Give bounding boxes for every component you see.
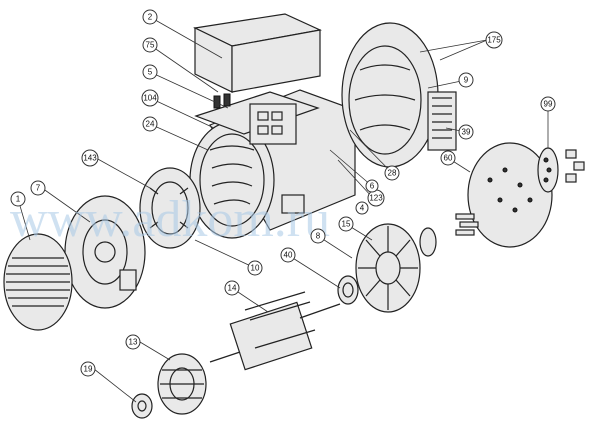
callout-14: 14 [224,280,240,296]
callout-label: 1 [16,195,21,204]
callout-label: 6 [370,182,375,191]
callout-label: 10 [251,264,260,273]
callout-label: 104 [143,94,157,103]
callout-label: 14 [228,284,237,293]
callout-label: 99 [544,100,553,109]
front-end-bracket [64,195,146,309]
callout-75: 75 [142,37,158,53]
callout-39: 39 [458,124,474,140]
callout-143: 143 [81,149,99,167]
small-bearing [131,393,153,419]
callout-label: 7 [36,184,41,193]
callout-40: 40 [280,247,296,263]
callout-1: 1 [10,191,26,207]
callout-label: 40 [284,251,293,260]
callout-123: 123 [367,189,385,207]
callout-label: 8 [316,232,321,241]
rear-end-shield [341,22,457,168]
diode-set [419,213,479,257]
terminal-box [193,13,322,93]
callout-24: 24 [142,116,158,132]
callout-label: 5 [148,68,153,77]
callout-7: 7 [30,180,46,196]
cooling-fan [355,223,421,313]
rotor-assembly [209,291,341,371]
callout-8: 8 [310,228,326,244]
callout-label: 2 [148,13,153,22]
exciter-stator [139,167,201,249]
callout-13: 13 [125,334,141,350]
callout-5: 5 [142,64,158,80]
callout-99: 99 [540,96,556,112]
rear-cover-plate [467,142,553,248]
callout-28: 28 [384,165,400,181]
callout-175: 175 [485,31,503,49]
front-grille [3,233,73,331]
bearing [337,275,359,305]
callout-19: 19 [80,361,96,377]
callout-4: 4 [355,201,369,215]
callout-60: 60 [440,150,456,166]
rectifier-disc [537,147,585,193]
callout-label: 175 [487,36,501,45]
terminal-board [194,91,320,145]
callout-label: 15 [342,220,351,229]
callout-label: 28 [388,169,397,178]
callout-label: 19 [84,365,93,374]
callout-104: 104 [141,89,159,107]
callout-label: 143 [83,154,97,163]
callout-label: 60 [444,154,453,163]
callout-label: 4 [360,204,365,213]
callout-2: 2 [142,9,158,25]
callout-6: 6 [365,179,379,193]
callout-label: 123 [369,194,383,203]
callout-15: 15 [338,216,354,232]
callout-9: 9 [458,72,474,88]
exciter-rotor [157,353,207,415]
leader-lines [17,16,549,403]
callout-label: 75 [146,41,155,50]
callout-label: 9 [464,76,469,85]
callout-label: 24 [146,120,155,129]
callout-10: 10 [247,260,263,276]
callout-label: 39 [462,128,471,137]
callout-label: 13 [129,338,138,347]
watermark-text: www.adkom.ru [10,191,330,248]
